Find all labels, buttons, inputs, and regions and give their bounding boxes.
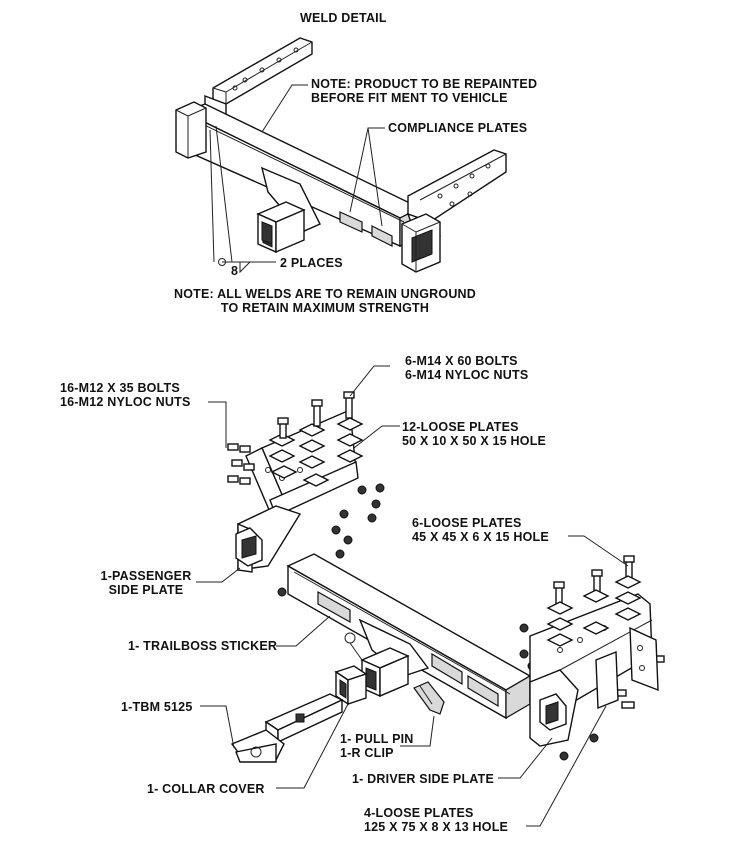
- trailboss-sticker-label: 1- TRAILBOSS STICKER: [128, 639, 278, 653]
- driver-loose-plates: [546, 575, 642, 647]
- driver-plate-label: 1- DRIVER SIDE PLATE: [352, 772, 494, 786]
- note-welds-line-2: TO RETAIN MAXIMUM STRENGTH: [220, 301, 430, 315]
- m12-bolts-line-1: 16-M12 X 35 BOLTS: [60, 381, 180, 395]
- passenger-plate-label: 1-PASSENGER SIDE PLATE: [90, 569, 202, 597]
- note-repaint-line-1: NOTE: PRODUCT TO BE REPAINTED: [311, 77, 538, 91]
- pull-pin-line-1: 1- PULL PIN: [340, 732, 414, 746]
- loose4-line-1: 4-LOOSE PLATES: [364, 806, 474, 820]
- passenger-side-plate: [235, 408, 359, 573]
- loose4-label: 4-LOOSE PLATES 125 X 75 X 8 X 13 HOLE: [364, 806, 508, 834]
- main-beam: [286, 553, 532, 720]
- note-welds: NOTE: ALL WELDS ARE TO REMAIN UNGROUND T…: [150, 287, 500, 315]
- weld-size: 8: [231, 264, 239, 278]
- note-repaint-line-2: BEFORE FIT MENT TO VEHICLE: [311, 91, 508, 105]
- loose4-line-2: 125 X 75 X 8 X 13 HOLE: [364, 820, 509, 834]
- driver-side-plate: [529, 593, 659, 747]
- loose6-label: 6-LOOSE PLATES 45 X 45 X 6 X 15 HOLE: [412, 516, 549, 544]
- collar-cover: [334, 665, 368, 706]
- two-places-label: 2 PLACES: [280, 256, 343, 270]
- note-repaint: NOTE: PRODUCT TO BE REPAINTED BEFORE FIT…: [311, 77, 537, 105]
- compliance-plates-label: COMPLIANCE PLATES: [388, 121, 528, 135]
- m14-bolts-line-1: 6-M14 X 60 BOLTS: [405, 354, 518, 368]
- bolts: [227, 391, 665, 709]
- passenger-loose-plates: [268, 417, 364, 487]
- pull-pin-line-2: 1-R CLIP: [340, 746, 394, 760]
- loose12-label: 12-LOOSE PLATES 50 X 10 X 50 X 15 HOLE: [402, 420, 546, 448]
- weld-detail-title: WELD DETAIL: [300, 11, 387, 25]
- tbm-ball-mount: [230, 693, 344, 763]
- tbm-label: 1-TBM 5125: [121, 700, 193, 714]
- weld-detail-leaders: [209, 84, 385, 274]
- collar-cover-label: 1- COLLAR COVER: [147, 782, 265, 796]
- assembly-leaders: [196, 365, 629, 827]
- pull-pin: [413, 681, 445, 715]
- m14-bolts-line-2: 6-M14 NYLOC NUTS: [405, 368, 529, 382]
- note-welds-line-1: NOTE: ALL WELDS ARE TO REMAIN UNGROUND: [173, 287, 477, 301]
- weld-detail-hitch: [175, 37, 507, 273]
- m14-bolts-label: 6-M14 X 60 BOLTS 6-M14 NYLOC NUTS: [405, 354, 528, 382]
- m12-bolts-label: 16-M12 X 35 BOLTS 16-M12 NYLOC NUTS: [60, 381, 191, 409]
- loose12-line-2: 50 X 10 X 50 X 15 HOLE: [402, 434, 547, 448]
- passenger-line-2: SIDE PLATE: [108, 583, 184, 597]
- loose6-line-2: 45 X 45 X 6 X 15 HOLE: [412, 530, 549, 544]
- passenger-line-1: 1-PASSENGER: [100, 569, 192, 583]
- pull-pin-label: 1- PULL PIN 1-R CLIP: [340, 732, 414, 760]
- m12-bolts-line-2: 16-M12 NYLOC NUTS: [60, 395, 191, 409]
- loose6-line-1: 6-LOOSE PLATES: [412, 516, 522, 530]
- loose12-line-1: 12-LOOSE PLATES: [402, 420, 519, 434]
